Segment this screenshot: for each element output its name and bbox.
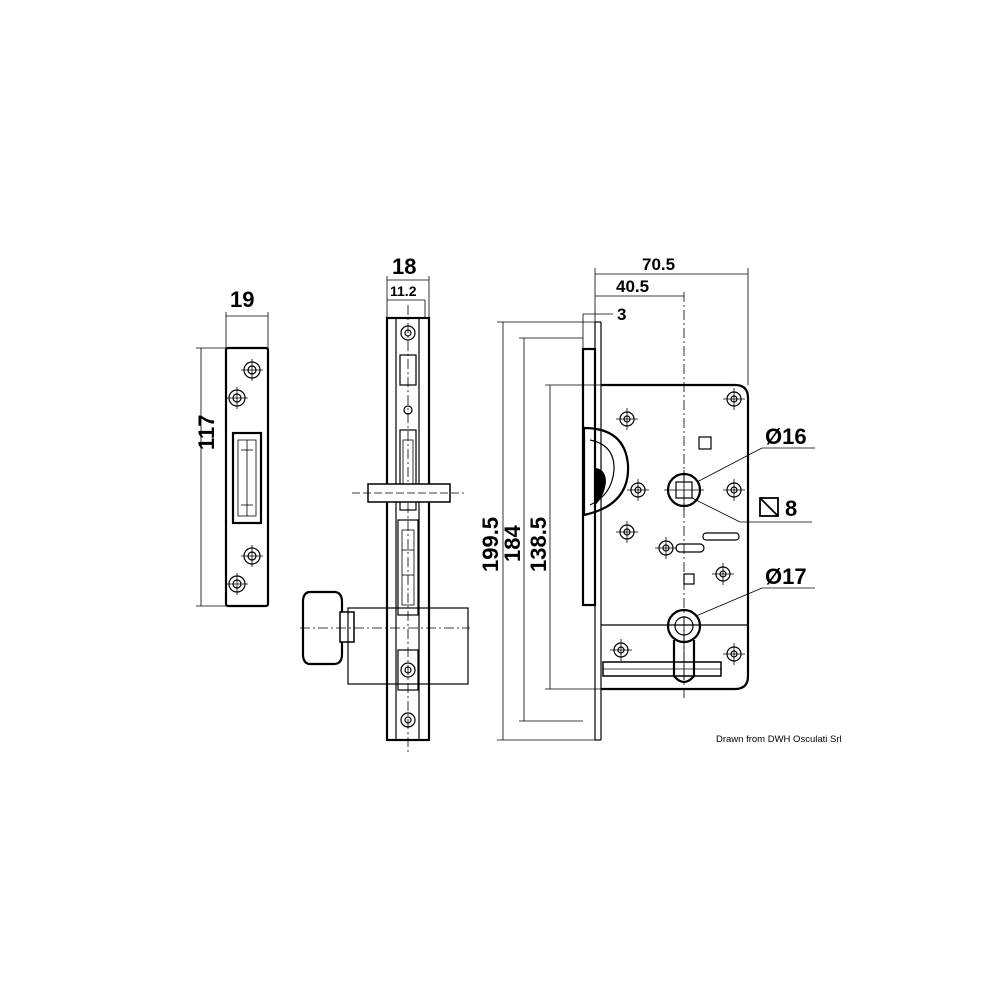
strike-screw-3 bbox=[241, 545, 263, 567]
case-screw bbox=[616, 408, 638, 430]
dim-backset: 40.5 bbox=[616, 277, 649, 296]
strike-screw-4 bbox=[226, 573, 248, 595]
square-symbol bbox=[759, 497, 779, 517]
case-screw bbox=[723, 479, 745, 501]
strike-latch-opening bbox=[231, 431, 263, 525]
dim-total-height: 199.5 bbox=[478, 517, 503, 572]
drawing-credit: Drawn from DWH Osculati Srl bbox=[716, 734, 842, 745]
faceplate-screw-top bbox=[400, 325, 416, 341]
lock-case-body bbox=[601, 383, 750, 691]
dim-plate-height: 184 bbox=[500, 525, 525, 562]
case-screw bbox=[627, 479, 649, 501]
dim-hole-diameter: Ø16 bbox=[765, 424, 807, 449]
dim-case-height: 138.5 bbox=[526, 517, 551, 572]
strike-plate bbox=[224, 346, 270, 608]
strike-screw-2 bbox=[226, 387, 248, 409]
case-screw bbox=[723, 643, 745, 665]
dim-total-depth: 70.5 bbox=[642, 255, 675, 274]
faceplate-side-view: 18 11.2 bbox=[300, 254, 470, 752]
spindle-bar bbox=[352, 483, 464, 503]
dim-front-offset: 3 bbox=[617, 305, 626, 324]
lock-case-front-view bbox=[581, 292, 750, 741]
lock-cylinder bbox=[300, 607, 470, 685]
case-screw bbox=[610, 639, 632, 661]
front-dimensions: 70.5 40.5 3 199.5 184 138.5 Ø16 8 bbox=[478, 255, 815, 741]
case-screw bbox=[712, 563, 734, 585]
dim-faceplate-inner: 11.2 bbox=[390, 283, 417, 299]
case-screw bbox=[616, 521, 638, 543]
thumb-turn-knob bbox=[301, 590, 355, 666]
strike-plate-view: 19 117 bbox=[194, 287, 270, 608]
faceplate-screw-bottom bbox=[400, 712, 416, 728]
latch-bolt bbox=[582, 426, 630, 517]
dim-strike-width: 19 bbox=[230, 287, 254, 312]
dim-faceplate-width: 18 bbox=[392, 254, 416, 279]
case-screw bbox=[655, 537, 677, 559]
strike-screw-1 bbox=[241, 359, 263, 381]
dim-strike-height: 117 bbox=[194, 415, 219, 451]
dim-square-spindle: 8 bbox=[785, 496, 797, 521]
dim-cylinder-diameter: Ø17 bbox=[765, 564, 807, 589]
case-screw bbox=[723, 388, 745, 410]
